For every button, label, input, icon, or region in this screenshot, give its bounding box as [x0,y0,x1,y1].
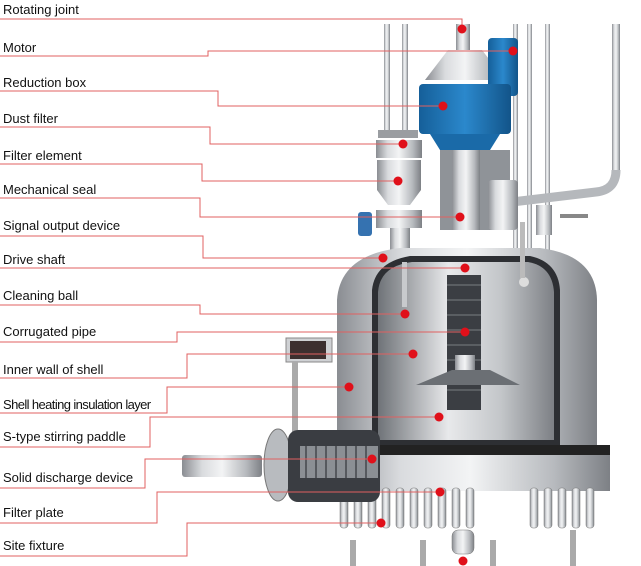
drive-assembly [419,24,518,230]
label-filter-plate: Filter plate [3,505,64,520]
callout-dots [344,24,518,566]
callout-dot [460,263,470,273]
callout-dot [434,412,444,422]
label-shell-heating-insulation-layer: Shell heating insulation layer [3,397,151,412]
leader-line [0,50,513,57]
callout-dot [378,253,388,263]
leader-line [0,18,463,29]
callout-dot [367,454,377,464]
vessel [285,222,610,491]
label-motor: Motor [3,40,37,55]
label-corrugated-pipe: Corrugated pipe [3,324,97,339]
leader-line [0,304,405,315]
leader-line [0,491,440,524]
reduction-box [419,84,511,134]
callout-dot [376,518,386,528]
callout-dot [435,487,445,497]
label-filter-element: Filter element [3,148,82,163]
leader-line [0,353,413,379]
callout-dot [457,24,467,34]
solid-discharge-device [182,428,380,502]
leader-line [0,163,398,182]
leader-line [0,331,465,343]
label-solid-discharge-device: Solid discharge device [3,470,134,485]
label-signal-output-device: Signal output device [3,218,121,233]
filter-plate-bolts [339,487,595,555]
callout-dot [400,309,410,319]
label-mechanical-seal: Mechanical seal [3,182,97,197]
leader-line [0,416,439,448]
label-inner-wall-of-shell: Inner wall of shell [3,362,104,377]
leader-line [0,458,372,489]
callout-dot [408,349,418,359]
callout-dot [393,176,403,186]
leader-line [0,522,381,557]
callout-dot [438,101,448,111]
label-reduction-box: Reduction box [3,75,87,90]
label-site-fixture: Site fixture [3,538,65,553]
pipes [350,24,621,566]
leader-line [0,90,443,107]
callout-dot [508,46,518,56]
leader-line [0,126,403,145]
label-rotating-joint: Rotating joint [3,2,79,17]
callout-dot [398,139,408,149]
callout-dot [344,382,354,392]
callout-dot [458,556,468,566]
leader-line [0,235,383,259]
label-dust-filter: Dust filter [3,111,58,126]
leader-line [0,197,460,218]
label-s-type-stirring-paddle: S-type stirring paddle [3,429,126,444]
leader-lines [0,18,513,557]
callout-dot [455,212,465,222]
callout-dot [460,327,470,337]
label-cleaning-ball: Cleaning ball [3,288,79,303]
label-drive-shaft: Drive shaft [3,252,66,267]
leader-line [0,386,349,414]
